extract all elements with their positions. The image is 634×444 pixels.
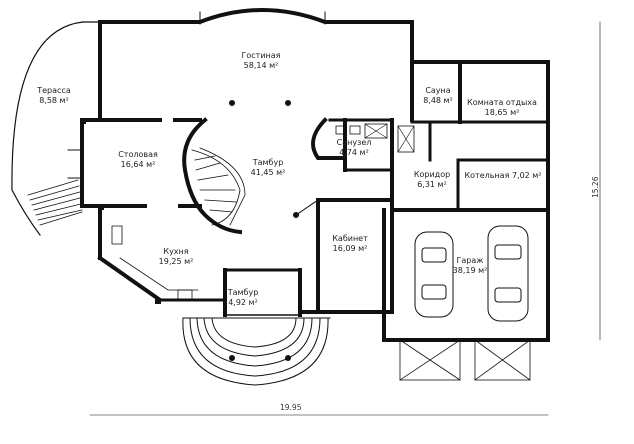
height-dimension: 15.26 bbox=[591, 176, 600, 198]
hall-curve-left bbox=[182, 117, 243, 235]
spiral-stair bbox=[191, 147, 246, 226]
terrace-outline bbox=[11, 21, 84, 236]
hall-curve-right bbox=[310, 117, 347, 160]
entrance-steps bbox=[182, 317, 331, 386]
width-dimension: 19.95 bbox=[280, 403, 302, 412]
car-left bbox=[414, 231, 454, 318]
columns bbox=[80, 100, 299, 361]
windows-top bbox=[199, 11, 326, 25]
room-boiler-label: Котельная 7,02 м² bbox=[464, 171, 542, 180]
terrace-stairs bbox=[27, 179, 83, 226]
car-right bbox=[487, 225, 529, 322]
carport bbox=[399, 339, 531, 381]
living-top-wall bbox=[98, 8, 414, 24]
